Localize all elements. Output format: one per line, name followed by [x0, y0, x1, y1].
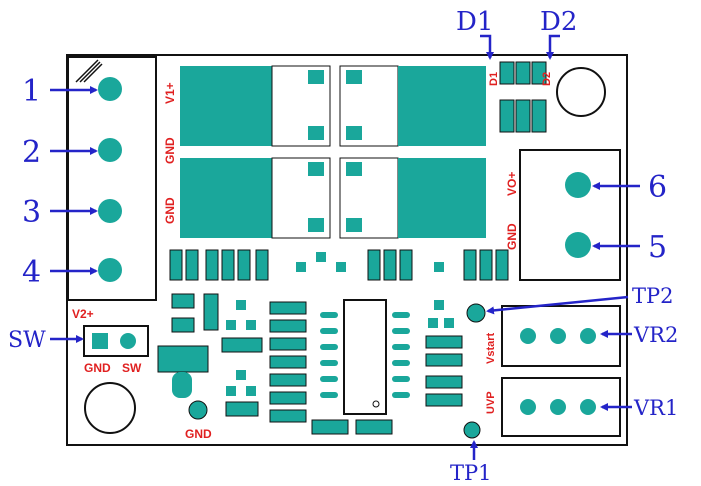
terminal-pin-6 [565, 172, 591, 198]
diode-pads [499, 61, 547, 133]
callout-pin3: 3 [22, 195, 41, 230]
callout-sw: SW [8, 328, 46, 353]
silk-vstart: Vstart [485, 332, 497, 364]
silk-gnd-mid: GND [163, 197, 177, 224]
silk-vo-plus: VO+ [505, 172, 519, 196]
terminal-block-output [519, 149, 621, 281]
callout-pin2: 2 [22, 135, 41, 170]
terminal-pin-1 [98, 77, 122, 101]
silk-gnd-bottom: GND [185, 427, 212, 441]
resistor-column [269, 301, 307, 423]
terminal-pin-4 [98, 258, 122, 282]
silk-uvp: UVP [485, 391, 497, 414]
mounting-hole-top-right [556, 67, 606, 117]
sw-connector [83, 325, 149, 357]
callout-d2: D2 [540, 7, 577, 37]
test-point-tp2 [466, 303, 486, 323]
smd-left-group [157, 293, 263, 417]
silk-sw-gnd: GND [84, 361, 111, 375]
callout-tp1: TP1 [450, 461, 492, 485]
silk-d1: D1 [488, 72, 500, 86]
callout-vr1: VR1 [633, 396, 678, 420]
silk-v1-plus: V1+ [163, 82, 177, 104]
silk-v2-plus: V2+ [72, 307, 94, 321]
terminal-block-input [67, 56, 157, 301]
ic-footprint [320, 299, 410, 415]
callout-vr2: VR2 [633, 323, 678, 347]
test-point-tp1 [463, 421, 481, 439]
silk-sw-sw: SW [122, 361, 142, 375]
terminal-pin-2 [98, 138, 122, 162]
terminal-pin-3 [98, 199, 122, 223]
mounting-hole-bottom-left [84, 382, 136, 434]
callout-tp2: TP2 [632, 284, 674, 308]
callout-d1: D1 [456, 7, 493, 37]
callout-pin6: 6 [648, 170, 667, 205]
terminal-pin-5 [565, 232, 591, 258]
silk-d2: D2 [541, 72, 553, 86]
silk-gnd-top: GND [163, 137, 177, 164]
callout-pin1: 1 [22, 74, 41, 109]
callout-pin4: 4 [22, 255, 41, 290]
trimmer-vr2 [501, 305, 621, 367]
callout-pin5: 5 [648, 230, 667, 265]
test-point-gnd [188, 400, 208, 420]
smd-right-group [425, 300, 463, 407]
smd-row [169, 249, 509, 281]
callout-arrows [50, 34, 640, 460]
power-pads [180, 65, 486, 239]
silk-gnd-right: GND [505, 223, 519, 250]
bottom-resistors [311, 419, 393, 435]
